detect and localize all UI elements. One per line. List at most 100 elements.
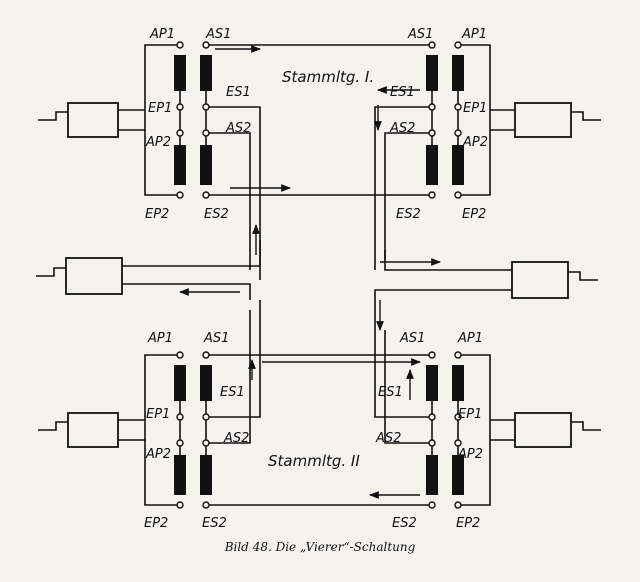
- top-left-ap-coil-2: [174, 145, 186, 185]
- bottom-left-phantom-lead-a: [206, 300, 261, 418]
- top-left-ep1-post: [176, 103, 184, 111]
- top-left-es1-post: [202, 103, 210, 111]
- bottom-right-as2-post: [428, 439, 436, 447]
- label-bottom-left-AS1: AS1: [203, 331, 229, 346]
- trunk-line-1-label: Stammltg. I.: [282, 68, 374, 86]
- label-bottom-right-ES2: ES2: [392, 516, 417, 531]
- bottom-right-ap-coil-2: [452, 455, 464, 495]
- label-top-left-ES1: ES1: [226, 85, 251, 100]
- bottom-left-ap2-post: [176, 439, 184, 447]
- bottom-left-es1-post: [202, 413, 210, 421]
- terminal-posts: [176, 41, 462, 509]
- telephone-sets: [36, 102, 601, 448]
- top-right-es1-post: [428, 103, 436, 111]
- top-right-ap2-post: [454, 129, 462, 137]
- label-top-left-EP1: EP1: [148, 101, 172, 116]
- top-right-phantom-lead-b: [384, 132, 432, 260]
- bottom-right-as1-post: [428, 351, 436, 359]
- bottom-left-as1-post: [202, 351, 210, 359]
- top-right-ap-frame: [458, 44, 491, 196]
- bottom-right-es1-post: [428, 413, 436, 421]
- label-bottom-right-AP2: AP2: [457, 447, 483, 462]
- top-left-phantom-lead-a: [206, 106, 261, 280]
- bottom-right-ap-frame: [458, 354, 491, 506]
- bottom-left-as-coil-1: [200, 365, 212, 401]
- top-left-ap-coil-1: [174, 55, 186, 91]
- bottom-right-phantom-lead-b: [384, 330, 432, 444]
- label-bottom-left-ES1: ES1: [220, 385, 245, 400]
- bottom-left-ap-coil-2: [174, 455, 186, 495]
- top-left-telephone-set: [38, 102, 119, 138]
- top-right-ep1-post: [454, 103, 462, 111]
- top-left-ap1-post: [176, 41, 184, 49]
- bottom-right-ap-coil-1: [452, 365, 464, 401]
- top-left-ap-frame: [144, 44, 180, 196]
- top-right-as-coil-1: [426, 55, 438, 91]
- top-left-as2-post: [202, 129, 210, 137]
- top-left-ep2-post: [176, 191, 184, 199]
- transformer-coils: [174, 55, 464, 495]
- label-top-left-AP1: AP1: [149, 27, 175, 42]
- top-right-as-coil-2: [426, 145, 438, 185]
- top-left-ap2-post: [176, 129, 184, 137]
- signal-arrows: [179, 45, 441, 499]
- top-right-ap1-post: [454, 41, 462, 49]
- top-left-as-coil-1: [200, 55, 212, 91]
- label-bottom-right-ES1: ES1: [378, 385, 403, 400]
- figure-caption: Bild 48. Die „Vierer“-Schaltung: [224, 540, 416, 554]
- label-top-right-AP2: AP2: [462, 135, 488, 150]
- label-bottom-left-AS2: AS2: [223, 431, 249, 446]
- bottom-left-phantom-lead-b: [206, 310, 251, 444]
- bottom-left-ep1-post: [176, 413, 184, 421]
- label-top-left-AS2: AS2: [225, 121, 251, 136]
- label-bottom-right-EP2: EP2: [456, 516, 480, 531]
- bottom-left-ap-frame: [144, 354, 180, 506]
- trunk-line-2-label: Stammltg. II: [268, 452, 360, 470]
- label-top-right-AS2: AS2: [389, 121, 415, 136]
- label-bottom-right-AS1: AS1: [399, 331, 425, 346]
- bottom-right-ep1-post: [454, 413, 462, 421]
- label-top-left-AP2: AP2: [145, 135, 171, 150]
- label-top-left-AS1: AS1: [205, 27, 231, 42]
- phantom-right-lower: [374, 289, 512, 320]
- top-right-ap-coil-1: [452, 55, 464, 91]
- bottom-right-ep2-post: [454, 501, 462, 509]
- labels: AP1 EP1 AP2 EP2 AS1 ES1 AS2 ES2 AS1 ES1 …: [144, 27, 488, 531]
- label-top-left-EP2: EP2: [145, 207, 169, 222]
- phantom-left-lower: [122, 283, 251, 300]
- phantom-left-upper: [122, 240, 261, 267]
- bottom-right-ap2-post: [454, 439, 462, 447]
- top-left-es2-post: [202, 191, 210, 199]
- bottom-left-ap-coil-1: [174, 365, 186, 401]
- top-right-ep2-post: [454, 191, 462, 199]
- top-left-phantom-lead-b: [206, 132, 251, 270]
- top-right-as2-post: [428, 129, 436, 137]
- label-bottom-left-AP2: AP2: [145, 447, 171, 462]
- bottom-left-es2-post: [202, 501, 210, 509]
- phantom-right-upper: [384, 250, 512, 271]
- label-top-right-EP2: EP2: [462, 207, 486, 222]
- top-left-as-coil-2: [200, 145, 212, 185]
- phantom-left-telephone-set: [36, 257, 123, 295]
- bottom-left-ap1-post: [176, 351, 184, 359]
- label-top-right-ES2: ES2: [396, 207, 421, 222]
- bottom-right-as-coil-2: [426, 455, 438, 495]
- phantom-right-telephone-set: [511, 261, 598, 299]
- bottom-right-ap1-post: [454, 351, 462, 359]
- label-bottom-left-ES2: ES2: [202, 516, 227, 531]
- wiring: [118, 44, 515, 506]
- label-top-left-ES2: ES2: [204, 207, 229, 222]
- label-bottom-left-AP1: AP1: [147, 331, 173, 346]
- bottom-left-as-coil-2: [200, 455, 212, 495]
- bottom-right-es2-post: [428, 501, 436, 509]
- bottom-right-telephone-set: [514, 412, 601, 448]
- label-top-right-AS1: AS1: [407, 27, 433, 42]
- bottom-left-telephone-set: [38, 412, 119, 448]
- top-right-telephone-set: [514, 102, 601, 138]
- label-bottom-left-EP2: EP2: [144, 516, 168, 531]
- top-left-as1-post: [202, 41, 210, 49]
- top-right-es2-post: [428, 191, 436, 199]
- top-right-as1-post: [428, 41, 436, 49]
- label-top-right-EP1: EP1: [463, 101, 487, 116]
